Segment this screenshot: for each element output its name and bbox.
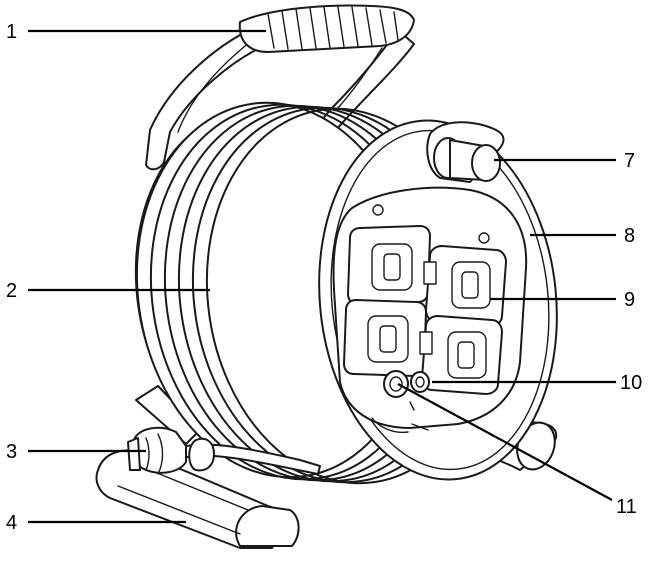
socket-bottom-right xyxy=(421,315,503,395)
callout-label-7: 7 xyxy=(624,150,635,172)
callout-line-11 xyxy=(397,383,613,501)
crank-knob xyxy=(426,121,505,183)
socket-bottom-left xyxy=(343,299,427,377)
callout-label-2: 2 xyxy=(6,280,17,302)
callout-label-4: 4 xyxy=(6,512,17,534)
callout-labels: 1 2 3 4 7 8 9 10 11 xyxy=(6,21,642,534)
callout-label-3: 3 xyxy=(6,441,17,463)
carry-handle xyxy=(145,4,415,171)
callout-label-11: 11 xyxy=(616,496,637,518)
callout-lines xyxy=(28,29,616,524)
callout-label-8: 8 xyxy=(624,225,635,247)
socket-top-right xyxy=(425,245,507,327)
callout-label-10: 10 xyxy=(620,372,642,394)
socket-panel xyxy=(332,186,528,429)
callout-label-9: 9 xyxy=(624,289,635,311)
socket-top-left xyxy=(347,225,431,305)
callout-label-1: 1 xyxy=(6,21,17,43)
reset-controls xyxy=(383,370,430,398)
plug-and-cable xyxy=(127,426,321,475)
